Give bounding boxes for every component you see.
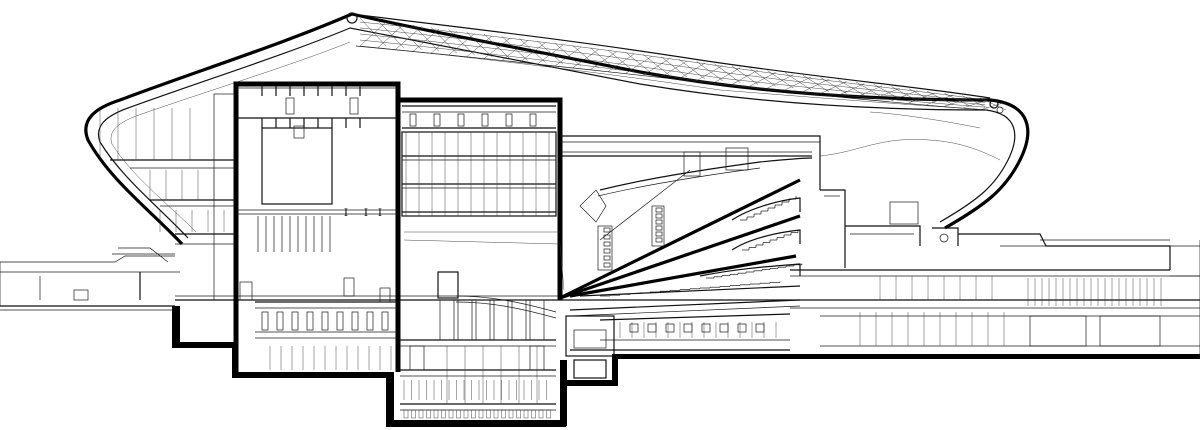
label-i-3: I	[378, 208, 382, 219]
left-entry	[0, 247, 175, 306]
left-columns	[99, 108, 225, 232]
rigging-rods	[239, 86, 392, 370]
stage-machinery	[400, 271, 557, 419]
right-wing	[819, 111, 1200, 356]
machinery-grid	[403, 299, 551, 419]
balcony-steps	[600, 196, 803, 297]
right-bays	[859, 276, 1162, 347]
label-i-1: I	[344, 208, 348, 219]
label-i-2: I	[364, 208, 368, 219]
central-office-block	[398, 97, 565, 300]
roof-shell	[84, 12, 1030, 246]
auditorium	[559, 135, 821, 379]
seat-rows	[619, 322, 777, 338]
ground-and-slabs	[0, 245, 1200, 427]
stage-house: I I I	[110, 81, 401, 372]
window-bays	[405, 113, 550, 216]
roof-lattice	[359, 17, 1007, 111]
